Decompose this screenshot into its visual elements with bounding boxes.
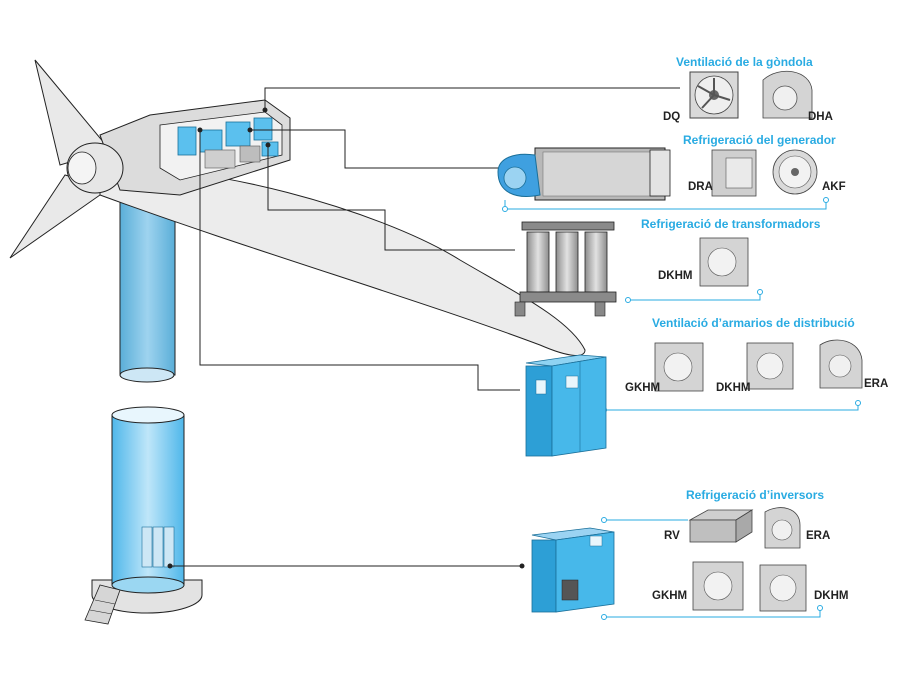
fan-dkhm-cabinet-image [746,342,794,390]
connector-lines [170,87,680,567]
connector-dots [167,107,525,569]
nacelle [66,99,291,196]
connector-gondola [264,87,680,110]
fan-dha-image [762,71,813,119]
section-title-transformers: Refrigeració de transformadors [641,217,821,231]
label-rv: RV [664,530,680,542]
label-era-inverter: ERA [806,530,831,542]
section-title-gondola: Ventilació de la gòndola [676,55,813,69]
fan-akf-image [772,149,818,195]
tower [119,189,176,383]
fan-gkhm-inverter-image [692,561,744,611]
label-dra: DRA [688,181,713,193]
label-dha: DHA [808,111,833,123]
inverter-cabinet [531,527,615,613]
label-gkhm-inverter: GKHM [652,590,688,602]
fan-rv-image [688,509,754,543]
section-title-generator: Refrigeració del generador [683,133,836,147]
section-title-cabinets: Ventilació d’armarios de distribució [652,316,855,330]
label-dkhm-transformer: DKHM [658,270,693,282]
connector-cabinets [199,130,520,391]
generator-cooler-unit [497,147,671,201]
fan-gkhm-cabinet-image [654,342,704,392]
label-akf: AKF [822,181,846,193]
label-dkhm-cabinet: DKHM [716,382,751,394]
connector-transformers [267,145,515,251]
turbine [9,59,586,625]
transformer-unit [514,221,617,317]
section-title-inverters: Refrigeració d’inversors [686,488,825,502]
fan-dq-image [689,71,739,119]
fan-era-inverter-image [764,507,801,549]
label-dq: DQ [663,111,681,123]
product-thumbnails [654,71,863,612]
distribution-cabinet [525,354,607,457]
fan-dkhm-transformer-image [699,237,749,287]
label-dkhm-inverter: DKHM [814,590,849,602]
connector-generator [250,129,500,169]
rotor-blades [9,59,586,356]
label-era-cabinet: ERA [864,378,889,390]
fan-dkhm-inverter-image [759,564,807,612]
tower-base [84,406,203,625]
fan-era-cabinet-image [819,339,863,389]
fan-dra-image [711,149,757,197]
accent-brackets [504,200,859,618]
label-gkhm-cabinet: GKHM [625,382,661,394]
